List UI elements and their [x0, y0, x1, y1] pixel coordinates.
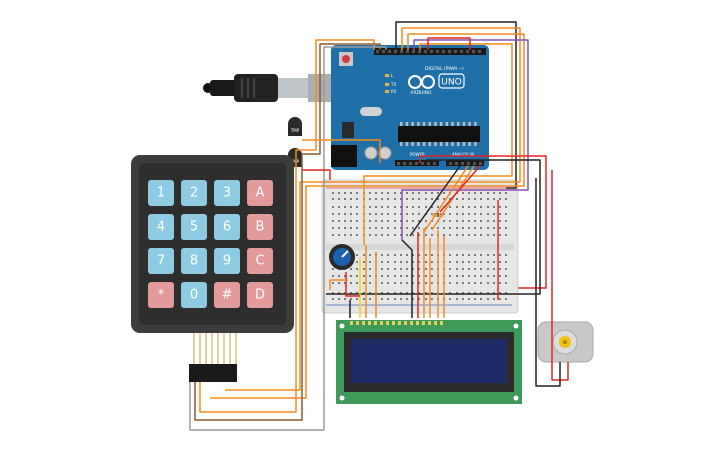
- led-tx-label: TX: [390, 82, 396, 87]
- reset-button-cap[interactable]: [342, 55, 350, 63]
- sensor-2-label: TMP: [290, 159, 300, 164]
- key-0[interactable]: 0: [181, 282, 207, 308]
- digital-pins: [376, 50, 481, 53]
- usb-plug-housing: [234, 74, 278, 102]
- wire-gray-left[interactable]: [189, 46, 387, 431]
- wire-red-sensor[interactable]: [302, 169, 331, 180]
- potentiometer[interactable]: [329, 244, 355, 270]
- bottom-pins: [397, 162, 482, 165]
- temperature-sensor-1[interactable]: TMP: [288, 117, 302, 136]
- potentiometer-indicator: [341, 250, 349, 258]
- key-4[interactable]: 4: [148, 214, 174, 240]
- wire-black-analog[interactable]: [409, 165, 461, 237]
- keypad-ribbon: [193, 333, 237, 366]
- wire-black-motor[interactable]: [535, 178, 561, 387]
- capacitor-2: [378, 146, 392, 160]
- key-c[interactable]: C: [247, 248, 273, 274]
- key-star[interactable]: *: [148, 282, 174, 308]
- atmega-chip: [398, 126, 480, 142]
- key-6[interactable]: 6: [214, 214, 240, 240]
- lcd-pins: [350, 321, 443, 325]
- lcd-16x2[interactable]: [336, 320, 522, 404]
- wire-black-lcd-2[interactable]: [401, 239, 413, 318]
- key-hash[interactable]: #: [214, 282, 240, 308]
- dc-motor[interactable]: [537, 321, 594, 363]
- key-d[interactable]: D: [247, 282, 273, 308]
- wire-red-top[interactable]: [427, 37, 471, 50]
- key-9[interactable]: 9: [214, 248, 240, 274]
- usb-port: [308, 74, 334, 102]
- model-label: UNO: [441, 78, 461, 88]
- analog-header: [446, 160, 484, 166]
- sensor-1-label: TMP: [290, 128, 300, 133]
- usb-plug-metal: [278, 78, 308, 98]
- key-5[interactable]: 5: [181, 214, 207, 240]
- wire-orange-top-2[interactable]: [210, 33, 525, 399]
- capacitor-1: [364, 146, 378, 160]
- wire-orange-analog-2[interactable]: [423, 165, 469, 233]
- key-3[interactable]: 3: [214, 180, 240, 206]
- wire-black-top[interactable]: [395, 21, 517, 189]
- digital-header-label: DIGITAL (PWM ~): [425, 66, 464, 72]
- key-1[interactable]: 1: [148, 180, 174, 206]
- led-l: [385, 74, 389, 77]
- power-jack: [331, 145, 357, 167]
- brand-label: ARDUINO: [410, 90, 432, 96]
- led-tx: [385, 83, 389, 86]
- wire-black-right[interactable]: [326, 159, 541, 295]
- led-rx-label: RX: [391, 89, 397, 94]
- usb-cable-strain-relief: [210, 80, 236, 96]
- wires: [189, 21, 569, 431]
- key-b[interactable]: B: [247, 214, 273, 240]
- wire-orange-bb[interactable]: [329, 279, 348, 290]
- key-a[interactable]: A: [247, 180, 273, 206]
- crystal-oscillator: [360, 107, 382, 116]
- wire-red-analog[interactable]: [439, 165, 481, 213]
- lcd-screen: [351, 339, 507, 383]
- arduino-board[interactable]: DIGITAL (PWM ~) ARDUINO UNO TX RX L POWE…: [331, 45, 489, 170]
- breadboard[interactable]: [321, 179, 519, 314]
- key-2[interactable]: 2: [181, 180, 207, 206]
- chip-pins: [400, 122, 477, 146]
- wire-orange-left[interactable]: [199, 39, 375, 413]
- analog-header-label: ANALOG IN: [452, 152, 474, 157]
- wire-orange-top-1[interactable]: [225, 27, 521, 391]
- led-rx: [385, 90, 389, 93]
- arduino-logo: ARDUINO UNO: [408, 73, 465, 96]
- wire-brown-left[interactable]: [194, 43, 381, 421]
- key-8[interactable]: 8: [181, 248, 207, 274]
- keypad-connector: [189, 364, 237, 382]
- key-7[interactable]: 7: [148, 248, 174, 274]
- voltage-regulator: [342, 122, 354, 138]
- led-l-label: L: [391, 73, 394, 78]
- wire-purple-top[interactable]: [401, 39, 529, 240]
- wire-orange-top-3[interactable]: [363, 43, 513, 245]
- breadboard-channel: [326, 244, 514, 250]
- power-header-label: POWER: [410, 152, 425, 157]
- usb-cable[interactable]: [203, 74, 334, 102]
- wire-orange-sensor[interactable]: [302, 139, 381, 163]
